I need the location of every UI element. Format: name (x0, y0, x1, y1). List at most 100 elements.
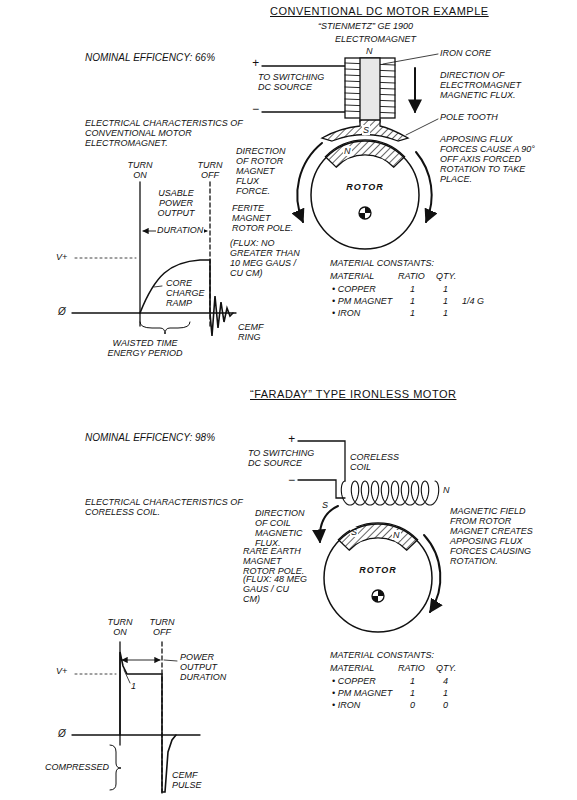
table-cell: • IRON (332, 308, 360, 318)
terminal-sign: + (252, 57, 259, 70)
table-header: QTY. (436, 663, 456, 673)
annotation: TO SWITCHING DC SOURCE (248, 448, 318, 468)
rotor-label: ROTOR (359, 565, 396, 575)
table-cell: 1 (410, 284, 415, 294)
pole-letter: N (343, 146, 352, 156)
table-cell: 0 (443, 700, 448, 710)
annotation: RARE EARTH MAGNET ROTOR POLE. (243, 546, 305, 576)
annotation: TURN OFF (196, 160, 224, 180)
table-cell: 1 (443, 308, 448, 318)
annotation: DIRECTION OF ROTOR MAGNET FLUX FORCE. (236, 146, 294, 196)
rotor-outline (310, 140, 420, 250)
annotation: DURATION (156, 225, 204, 235)
pole-letter: S (322, 500, 328, 510)
annotation: TURN ON (126, 160, 154, 180)
leader-line (406, 119, 438, 135)
leader-line (124, 670, 130, 683)
annotation: TURN ON (106, 617, 134, 637)
flux-arrow (414, 68, 416, 112)
rotation-arrow (297, 143, 322, 222)
table-header: MATERIAL (330, 271, 374, 281)
table-cell: 1 (410, 308, 415, 318)
terminal-sign: + (288, 433, 295, 446)
annotation: (FLUX: 48 MEG GAUS / CU CM) (243, 574, 308, 604)
table-cell: 1/4 G (462, 296, 484, 306)
table-header: RATIO (398, 271, 425, 281)
pole-letter: N (392, 530, 401, 540)
pole-letter: S (362, 125, 370, 135)
wire (298, 441, 345, 481)
waveform (140, 260, 233, 336)
table-cell: 1 (443, 688, 448, 698)
shaft-symbol (359, 207, 371, 219)
table-cell: • PM MAGNET (332, 688, 392, 698)
annotation: V+ (56, 252, 67, 262)
wire (298, 480, 345, 498)
level-line (75, 258, 136, 259)
shaft-symbol (372, 590, 384, 602)
annotation: IRON CORE (440, 48, 491, 58)
annotation: “STIENMETZ” GE 1900 (318, 21, 413, 31)
annotation: APPOSING FLUX FORCES CAUSE A 90° OFF AXI… (440, 134, 545, 184)
annotation: ELECTRICAL CHARACTERISTICS OF CONVENTION… (85, 118, 265, 148)
annotation: USABLE POWER OUTPUT (150, 188, 202, 218)
section-heading: “FARADAY” TYPE IRONLESS MOTOR (250, 388, 456, 400)
annotation: POLE TOOTH (440, 112, 498, 122)
rotor-circle: ROTOR (310, 140, 420, 250)
rotor-label: ROTOR (346, 182, 383, 192)
table-cell: 1 (443, 284, 448, 294)
level-line (75, 674, 116, 675)
table-cell: 1 (443, 296, 448, 306)
annotation: FERITE MAGNET ROTOR POLE. (232, 203, 294, 233)
annotation: CEMF PULSE (172, 770, 212, 790)
baseline (72, 312, 236, 313)
table-header: MATERIAL (330, 663, 374, 673)
annotation: ELECTROMAGNET (335, 34, 416, 44)
rotor-outline (323, 523, 433, 633)
table-cell: 1 (410, 688, 415, 698)
table-cell: 1 (410, 296, 415, 306)
terminal-sign: − (252, 103, 259, 116)
table-header: RATIO (398, 663, 425, 673)
annotation: NOMINAL EFFICENCY: 98% (85, 432, 215, 443)
annotation: (FLUX: NO GREATER THAN 10 MEG GAUS / CU … (230, 238, 300, 278)
bracket (110, 745, 121, 790)
annotation: NOMINAL EFFICENCY: 66% (85, 52, 215, 63)
annotation: POWER OUTPUT DURATION (180, 652, 235, 682)
annotation: WAISTED TIME ENERGY PERIOD (100, 338, 190, 358)
bracket (140, 322, 190, 334)
table-cell: • COPPER (332, 284, 376, 294)
annotation: CORELESS COIL (350, 452, 390, 472)
table-cell: • IRON (332, 700, 360, 710)
iron-core (360, 58, 380, 122)
annotation: ELECTRICAL CHARACTERISTICS OF CORELESS C… (85, 497, 260, 517)
table-heading: MATERIAL CONSTANTS: (330, 258, 434, 268)
annotation: TURN OFF (148, 617, 176, 637)
baseline (72, 734, 200, 735)
rotor-circle: ROTOR (323, 523, 433, 633)
terminal-sign: − (288, 474, 295, 487)
wire (262, 111, 345, 112)
annotation: DIRECTION OF ELECTROMAGNET MAGNETIC FLUX… (440, 70, 545, 100)
table-cell: 0 (410, 700, 415, 710)
annotation: 1 (131, 681, 136, 691)
annotation: TO SWITCHING DC SOURCE (258, 72, 330, 92)
annotation: DIRECTION OF COIL MAGNETIC FLUX. (255, 508, 310, 548)
rotor-magnet-pole (325, 140, 404, 167)
leader-line (164, 660, 177, 661)
annotation: CORE CHARGE RAMP (166, 278, 202, 308)
table-cell: 4 (443, 676, 448, 686)
table-heading: MATERIAL CONSTANTS: (330, 650, 434, 660)
pole-tooth (322, 120, 408, 141)
heading: CONVENTIONAL DC MOTOR EXAMPLE (270, 5, 489, 17)
annotation: Ø (58, 728, 66, 739)
annotation: V+ (56, 666, 67, 676)
annotation: Ø (58, 306, 66, 317)
table-header: QTY. (436, 271, 456, 281)
annotation: MAGNETIC FIELD FROM ROTOR MAGNET CREATES… (450, 506, 550, 566)
pole-letter: N (443, 485, 450, 495)
table-cell: • PM MAGNET (332, 296, 392, 306)
annotation: COMPRESSED (45, 762, 109, 772)
leader-line (383, 54, 438, 64)
